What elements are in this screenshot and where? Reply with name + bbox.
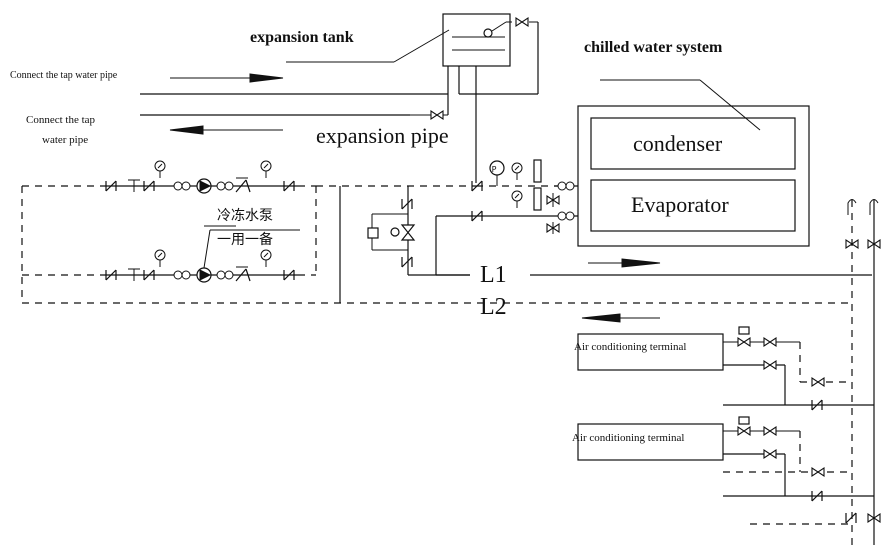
l2-label: L2 xyxy=(480,294,507,320)
supply-return-mains xyxy=(436,258,872,323)
tap-water-pipes xyxy=(140,73,448,135)
bypass-valve-group xyxy=(367,186,416,275)
l1-label: L1 xyxy=(480,262,507,288)
tap-in-label: Connect the tap water pipe xyxy=(10,70,118,81)
right-risers xyxy=(845,199,881,545)
evaporator-box xyxy=(590,179,796,232)
condenser-box xyxy=(590,117,796,170)
tap-out-label-1: Connect the tap xyxy=(26,114,96,126)
terminal-branch-1 xyxy=(577,326,874,411)
evaporator-label: Evaporator xyxy=(631,192,729,217)
pump-row-1 xyxy=(100,160,298,194)
evaporator-piping xyxy=(408,159,578,276)
tap-out-label-2: water pipe xyxy=(42,134,88,146)
pump-label-1: 冷冻水泵 xyxy=(217,207,273,224)
terminal-2-label: Air conditioning terminal xyxy=(572,432,684,444)
expansion-tank-label: expansion tank xyxy=(250,29,354,46)
condenser-label: condenser xyxy=(633,131,723,156)
expansion-pipe-label: expansion pipe xyxy=(316,123,449,148)
flow-gauge-letter: P xyxy=(492,165,497,174)
pump-row-2 xyxy=(100,225,300,283)
pump-label-2: 一用一备 xyxy=(217,231,273,248)
terminal-1-label: Air conditioning terminal xyxy=(574,341,686,353)
terminal-branch-2 xyxy=(577,416,881,525)
chiller-unit xyxy=(577,79,810,247)
expansion-tank xyxy=(286,13,539,183)
chilled-water-system-label: chilled water system xyxy=(584,39,723,56)
